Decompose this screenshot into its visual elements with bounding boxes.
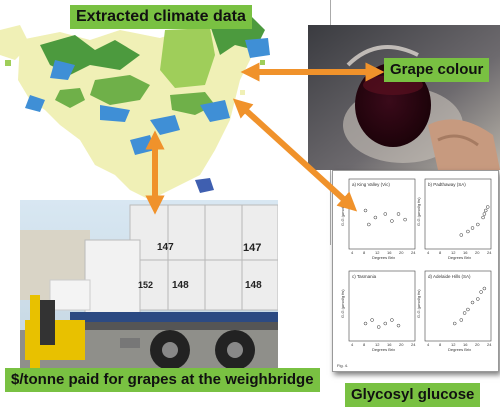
x-tick-label: 20 bbox=[475, 250, 480, 255]
scatter-point bbox=[396, 323, 401, 328]
scatter-point bbox=[363, 208, 368, 213]
arrow-map-glucose bbox=[232, 98, 358, 212]
panel-title: a) King Valley (Vic) bbox=[352, 182, 390, 187]
x-tick-label: 8 bbox=[363, 250, 366, 255]
x-tick-label: 24 bbox=[411, 342, 416, 347]
panel-frame bbox=[348, 270, 416, 342]
x-tick-label: 16 bbox=[463, 342, 468, 347]
x-tick-label: 24 bbox=[411, 250, 416, 255]
scatter-point bbox=[479, 290, 483, 294]
x-tick-label: 16 bbox=[387, 342, 392, 347]
x-tick-label: 4 bbox=[351, 250, 354, 255]
price-label: $/tonne paid for grapes at the weighbrid… bbox=[5, 368, 320, 392]
x-tick-label: 16 bbox=[463, 250, 468, 255]
panel-title: d) Adelaide Hills (SA) bbox=[428, 274, 471, 279]
scatter-point bbox=[481, 215, 485, 220]
scatter-point bbox=[476, 222, 480, 227]
scatter-point bbox=[476, 297, 480, 301]
scatter-point bbox=[483, 208, 488, 213]
x-axis-label: Degrees Brix bbox=[372, 347, 395, 352]
scatter-point bbox=[482, 212, 487, 216]
y-axis-label: G-G (µmol/g fw) bbox=[340, 289, 345, 318]
x-tick-label: 20 bbox=[399, 250, 404, 255]
x-tick-label: 12 bbox=[451, 342, 456, 347]
scatter-point bbox=[390, 219, 394, 223]
scatter-point bbox=[459, 233, 464, 237]
panel-title: b) Padthaway (SA) bbox=[428, 182, 466, 187]
panel-frame bbox=[424, 178, 492, 250]
x-tick-label: 8 bbox=[363, 342, 366, 347]
scatter-point bbox=[390, 318, 394, 322]
bin-number: 148 bbox=[172, 280, 189, 291]
x-tick-label: 20 bbox=[475, 342, 480, 347]
scatter-point bbox=[466, 307, 470, 312]
x-tick-label: 4 bbox=[427, 342, 430, 347]
bin-number: 147 bbox=[243, 242, 262, 254]
x-tick-label: 20 bbox=[399, 342, 404, 347]
bin-number: 152 bbox=[138, 280, 154, 290]
x-axis-label: Degrees Brix bbox=[448, 255, 471, 260]
x-tick-label: 12 bbox=[375, 250, 380, 255]
scatter-point bbox=[485, 205, 490, 209]
x-axis-label: Degrees Brix bbox=[372, 255, 395, 260]
y-axis-label: G-G (µmol/g fw) bbox=[416, 289, 421, 318]
panel-frame bbox=[424, 270, 492, 342]
x-tick-label: 24 bbox=[487, 250, 492, 255]
scatter-point bbox=[470, 300, 475, 305]
scatter-point bbox=[383, 321, 388, 326]
scatter-point bbox=[383, 212, 388, 216]
figure-caption: Fig. 4. bbox=[337, 363, 348, 368]
x-tick-label: 8 bbox=[439, 250, 442, 255]
x-tick-label: 16 bbox=[387, 250, 392, 255]
truck-photo: 147 147 148 148 152 bbox=[20, 200, 278, 385]
bin-number: 148 bbox=[245, 280, 262, 291]
x-tick-label: 4 bbox=[427, 250, 430, 255]
scatter-point bbox=[466, 229, 470, 234]
y-axis-label: G-G (µmol/g fw) bbox=[416, 197, 421, 226]
scatter-panel: d) Adelaide Hills (SA) 4 8 12 16 20 24Degrees … bbox=[416, 270, 492, 352]
panel-title: c) Tasmania bbox=[352, 274, 377, 279]
scatter-point bbox=[396, 212, 401, 216]
x-tick-label: 4 bbox=[351, 342, 354, 347]
scatter-point bbox=[403, 217, 407, 222]
scatter-point bbox=[452, 321, 457, 326]
panel-frame bbox=[348, 178, 416, 250]
x-tick-label: 8 bbox=[439, 342, 442, 347]
bin-number: 147 bbox=[157, 242, 174, 253]
scatter-point bbox=[462, 311, 467, 315]
x-tick-label: 24 bbox=[487, 342, 492, 347]
grape-colour-label: Grape colour bbox=[384, 58, 490, 82]
climate-label: Extracted climate data bbox=[70, 5, 252, 29]
scatter-point bbox=[470, 226, 475, 230]
scatter-point bbox=[367, 222, 371, 227]
scatter-point bbox=[373, 215, 378, 220]
x-tick-label: 12 bbox=[375, 342, 380, 347]
scatter-point bbox=[459, 318, 464, 322]
scatter-point bbox=[363, 321, 368, 326]
glucose-label: Glycosyl glucose bbox=[345, 383, 481, 407]
scatter-point bbox=[376, 325, 381, 329]
scatter-point bbox=[482, 286, 487, 291]
x-axis-label: Degrees Brix bbox=[448, 347, 471, 352]
x-tick-label: 12 bbox=[451, 250, 456, 255]
scatter-point bbox=[370, 318, 374, 322]
